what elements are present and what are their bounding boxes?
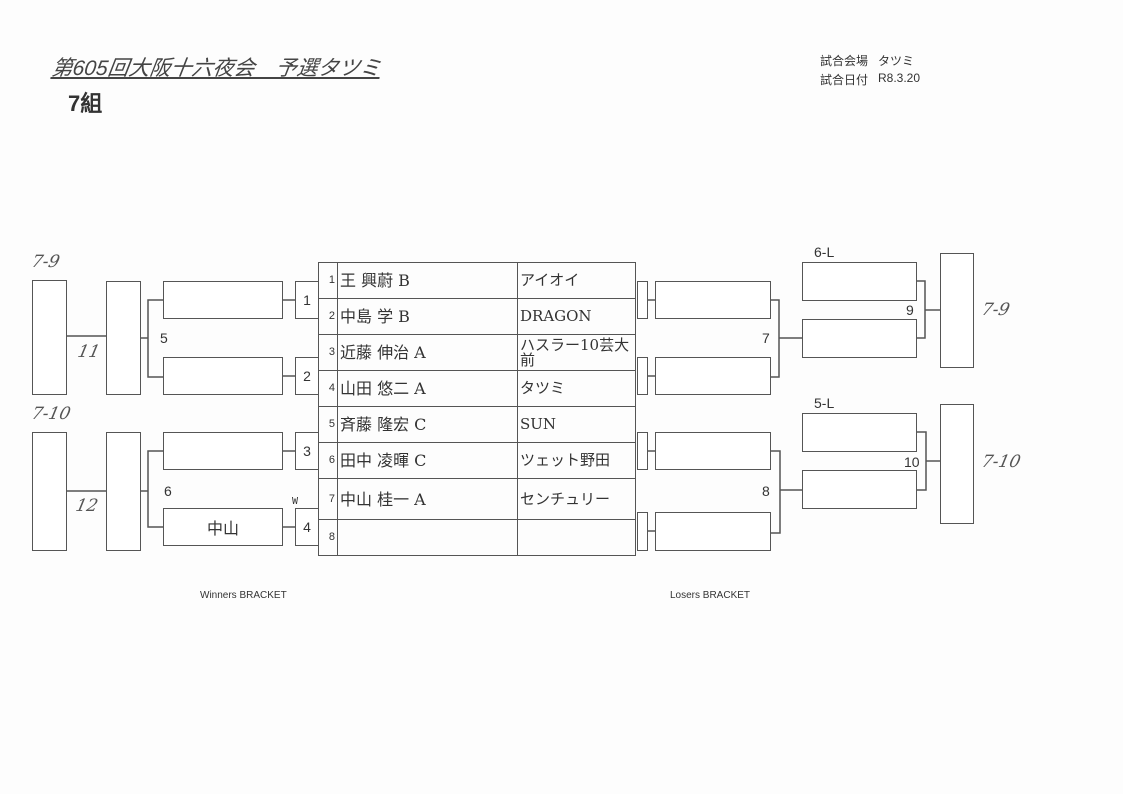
handwritten-7-10: 7-10 [29, 404, 73, 424]
match-7-label: 7 [762, 330, 770, 346]
team-name: DRAGON [517, 298, 636, 335]
player-name: 王 興蔚 B [337, 262, 518, 299]
m7-winner-slot[interactable] [802, 319, 917, 358]
bracket-line [916, 280, 926, 339]
match-5-label: 5 [160, 330, 168, 346]
player-name: 近藤 伸治 A [337, 334, 518, 371]
m2-winner-slot[interactable] [163, 357, 283, 395]
seed-6-l: 6-L [814, 244, 835, 260]
seed-5-l-slot[interactable] [802, 413, 917, 452]
match-1: 1 [295, 281, 319, 319]
match-2: 2 [295, 357, 319, 395]
match-4: 4 [295, 508, 319, 546]
entry-number: 4 [318, 370, 338, 407]
date-value: R8.3.20 [878, 71, 921, 85]
m1-winner-slot[interactable] [163, 281, 283, 319]
entry-number: 8 [318, 519, 338, 556]
m9-winner-slot[interactable] [940, 253, 974, 368]
group-label: 7組 [68, 91, 103, 116]
match-9-label: 9 [906, 302, 914, 318]
player-name [337, 519, 518, 556]
l1-loser-slot[interactable] [655, 281, 771, 319]
final-slot-top[interactable] [32, 280, 67, 395]
seed-5-l: 5-L [814, 395, 835, 411]
seed-6-l-slot[interactable] [802, 262, 917, 301]
entry-number: 7 [318, 478, 338, 520]
bracket-line [770, 450, 781, 534]
loser-slot-2 [637, 357, 648, 395]
loser-slot-4 [637, 512, 648, 551]
m3-winner-slot[interactable] [163, 432, 283, 470]
entry-row: 8 [318, 519, 636, 556]
handwritten-7-10-right: 7-10 [979, 452, 1023, 472]
losers-bracket-caption: Losers BRACKET [670, 590, 751, 601]
match-3: 3 [295, 432, 319, 470]
winners-bracket-caption: Winners BRACKET [200, 590, 287, 601]
m8-winner-slot[interactable] [802, 470, 917, 509]
handwritten-7-9: 7-9 [29, 252, 62, 272]
player-name: 田中 凌暉 C [337, 442, 518, 479]
match-6-label: 6 [164, 483, 172, 499]
team-name [517, 519, 636, 556]
handwritten-11: 11 [75, 342, 102, 362]
loser-slot-3 [637, 432, 648, 470]
team-name: センチュリー [517, 478, 636, 520]
final-slot-bottom[interactable] [32, 432, 67, 551]
entry-number: 2 [318, 298, 338, 335]
entry-number: 6 [318, 442, 338, 479]
match-8-label: 8 [762, 483, 770, 499]
team-name: アイオイ [517, 262, 636, 299]
entry-number: 5 [318, 406, 338, 443]
m4-winner-slot[interactable]: 中山 [163, 508, 283, 546]
team-name: ツェット野田 [517, 442, 636, 479]
venue-label: 試合会場 [820, 54, 869, 68]
m6-winner-slot[interactable] [106, 432, 141, 551]
venue-value: タツミ [878, 54, 915, 68]
m5-winner-slot[interactable] [106, 281, 141, 395]
player-name: 斉藤 隆宏 C [337, 406, 518, 443]
match-10-label: 10 [904, 454, 920, 470]
loser-slot-1 [637, 281, 648, 319]
walkover-mark: W [292, 496, 299, 507]
handwritten-12: 12 [73, 496, 100, 516]
handwritten-7-9-right: 7-9 [979, 300, 1012, 320]
team-name: ハスラー10芸大前 [517, 334, 636, 371]
bracket-line [147, 450, 163, 528]
player-name: 中島 学 B [337, 298, 518, 335]
player-name: 山田 悠二 A [337, 370, 518, 407]
entry-number: 1 [318, 262, 338, 299]
entry-number: 3 [318, 334, 338, 371]
l4-loser-slot[interactable] [655, 512, 771, 551]
team-name: タツミ [517, 370, 636, 407]
l3-loser-slot[interactable] [655, 432, 771, 470]
date-label: 試合日付 [820, 73, 869, 87]
m10-winner-slot[interactable] [940, 404, 974, 524]
player-name: 中山 桂一 A [337, 478, 518, 520]
l2-loser-slot[interactable] [655, 357, 771, 395]
bracket-line [770, 299, 780, 378]
team-name: SUN [517, 406, 636, 443]
